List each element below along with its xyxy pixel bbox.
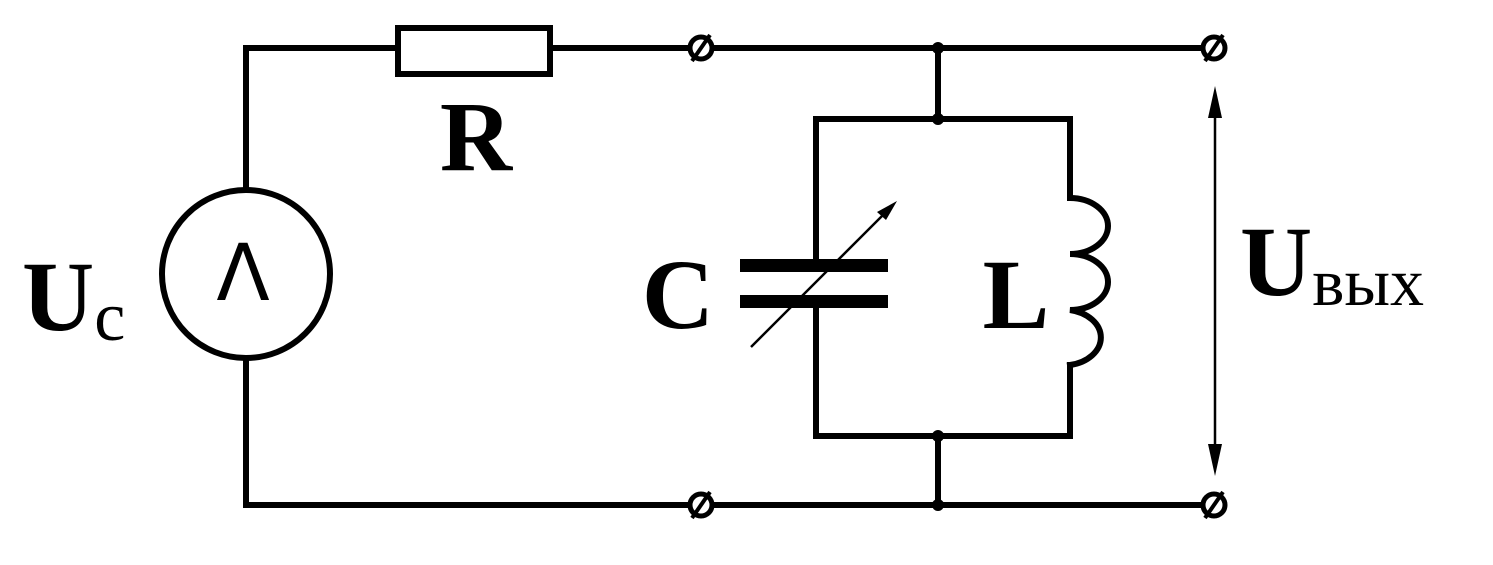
wires — [243, 45, 1206, 508]
output-voltage-arrow — [1208, 86, 1222, 476]
resistor-symbol — [395, 25, 553, 77]
junctions — [932, 42, 944, 511]
terminal-output-top — [1200, 33, 1228, 63]
capacitor-plate-top — [740, 259, 888, 272]
label-output: Uвых — [1240, 206, 1424, 320]
label-resistor: R — [440, 81, 514, 192]
junction-top — [932, 42, 944, 54]
junction-tank-top — [932, 113, 944, 125]
junction-bottom — [932, 499, 944, 511]
arrow-up-icon — [1208, 86, 1222, 118]
junction-tank-bottom — [932, 430, 944, 442]
arrow-down-icon — [1208, 444, 1222, 476]
variable-arrow-line — [750, 204, 894, 348]
label-inductor: L — [983, 239, 1050, 350]
capacitor-plate-bottom — [740, 295, 888, 308]
terminal-input-top — [687, 33, 715, 63]
label-capacitor: C — [642, 239, 714, 350]
label-source: Uc — [22, 241, 125, 356]
terminal-input-bottom — [687, 490, 715, 520]
variable-arrow-head-icon — [877, 201, 897, 220]
ac-source-symbol: Λ — [159, 187, 333, 361]
wire-left-top — [243, 45, 401, 191]
capacitor-symbol — [740, 201, 897, 348]
label-source-main: U — [22, 241, 94, 352]
label-source-sub: c — [94, 279, 125, 356]
inductor-symbol — [1066, 194, 1111, 369]
ac-source-glyph: Λ — [216, 229, 269, 319]
wire-left-bottom — [243, 357, 693, 508]
label-output-main: U — [1240, 206, 1312, 317]
label-output-sub: вых — [1312, 244, 1424, 320]
terminal-output-bottom — [1200, 490, 1228, 520]
